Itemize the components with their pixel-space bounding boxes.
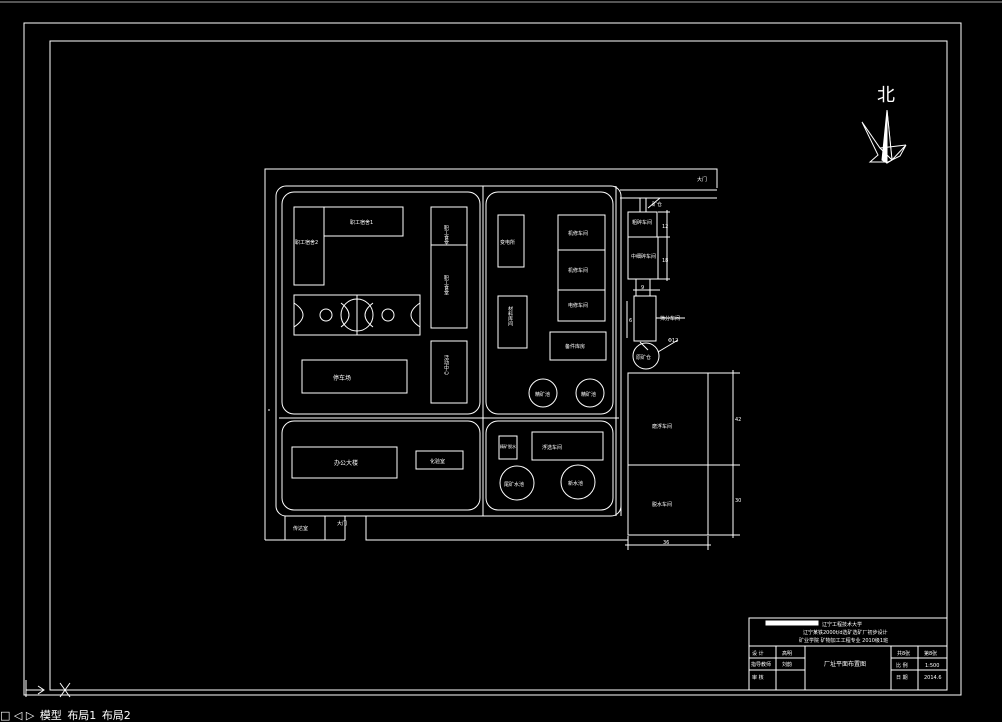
water-tank-label: 新水池 [568,480,583,487]
water-tank [560,464,596,500]
dim-18: 18 [662,258,668,264]
tab-model[interactable]: 模型 [39,709,62,722]
tb-review-label: 审 核 [752,674,764,681]
site-outline [264,168,718,541]
dim-6: 6 [629,318,632,324]
tb-sheet-num: 第8张 [924,650,937,657]
dim-30: 30 [735,498,741,504]
dimension-lines [625,197,740,550]
substation-label: 变电所 [500,239,515,246]
repair-workshop-label: 机修车间 [568,230,588,237]
flotation-workshop-label: 浮选车间 [542,444,562,451]
activity-center-label: 活动中心 [443,354,449,375]
mid-crush-label: 中细碎车间 [631,253,656,260]
dim-phi12: Φ12 [668,338,678,344]
tb-scale: 1:500 [925,663,939,669]
substation-building [497,214,525,268]
north-arrow-icon [861,109,907,164]
tb-sheet-total: 共8张 [897,650,910,657]
vehicle-repair-label: 机修车间 [568,267,588,274]
dorm2-label: 职工宿舍2 [295,239,318,246]
ucs-icon [25,680,71,698]
dewater-building [498,435,518,460]
coarse-crush-label: 粗碎车间 [632,219,652,226]
electric-repair-building [557,289,606,322]
dorm1-label: 职工宿舍1 [350,219,373,226]
guard-room-label: 传达室 [293,525,308,532]
dim-12: 12 [662,224,668,230]
conc-tank2 [575,378,605,408]
tb-school: 辽宁工程技术大学 [822,621,862,628]
electric-repair-label: 电修车间 [568,302,588,309]
parking-label: 停车场 [333,374,351,382]
bin-label: 矿仓 [652,201,662,208]
tb-line1: 辽宁某铁2000t/d选矿选矿厂初步设计 [803,629,888,636]
spare-parts-label: 备件库房 [565,343,585,350]
parking-area [301,359,408,394]
tb-drawing-title: 厂址平面布置图 [824,660,866,668]
dim-36: 36 [663,540,669,546]
storage-workshop-building [497,295,528,349]
tb-date-label: 日 期 [896,675,908,681]
tb-designer: 高明 [782,650,792,657]
gate-top-label: 大门 [697,176,707,183]
guard-room-building [284,515,326,541]
tb-advisor-label: 指导教师 [751,661,771,668]
dewater-label: 精矿脱水 [500,443,516,449]
office-building [291,446,398,479]
flotation-workshop-building [531,431,604,461]
mid-crush-building [627,236,659,280]
office-label: 办公大楼 [334,459,358,467]
tailings-tank [499,465,535,501]
north-label: 北 [877,85,895,106]
screening-label: 筛分车间 [660,315,680,322]
activity-center-building [430,340,468,404]
filter-building [627,464,709,536]
basketball-court [293,294,421,336]
bin-circle [632,342,660,370]
canteen2-label: 职工食堂 [443,275,449,295]
dorm1-building [323,206,404,237]
dim-42: 42 [735,417,741,423]
storage-workshop-label: 材料库间 [507,305,513,327]
gate-bottom-label: 大门 [337,520,347,527]
drawing-frame [23,22,962,696]
tb-advisor: 刘韵 [782,661,792,668]
tailings-tank-label: 尾矿水池 [504,481,524,488]
dorm2-building [293,206,325,286]
tb-line2: 矿业学院 矿物加工工程专业 2010级1班 [799,637,888,644]
lab-label: 化验室 [430,458,445,465]
conc-tank1 [528,378,558,408]
roads [268,185,717,517]
layout-tabs: □ ◁ ▷ 模型 布局1 布局2 [0,710,133,721]
tb-date: 2014.6 [924,675,942,681]
tb-scale-label: 比 例 [896,662,908,669]
tab-nav-arrows[interactable]: □ ◁ ▷ [0,709,35,722]
canteen2-building [430,244,468,329]
dim-9: 9 [641,285,644,291]
spare-parts-building [549,331,607,361]
lab-building [415,450,464,470]
canteen1-label: 职工食堂 [443,225,449,245]
tb-designer-label: 设 计 [752,650,764,657]
conc-tank2-label: 精矿池 [581,391,596,398]
grinding-label: 磨浮车间 [652,423,672,430]
tab-layout1[interactable]: 布局1 [67,709,97,722]
title-block [748,617,948,691]
raw-ore-label: 原矿仓 [636,354,651,361]
filter-label: 脱水车间 [652,501,672,508]
conc-tank1-label: 精矿池 [535,391,550,398]
tab-layout2[interactable]: 布局2 [101,709,131,722]
